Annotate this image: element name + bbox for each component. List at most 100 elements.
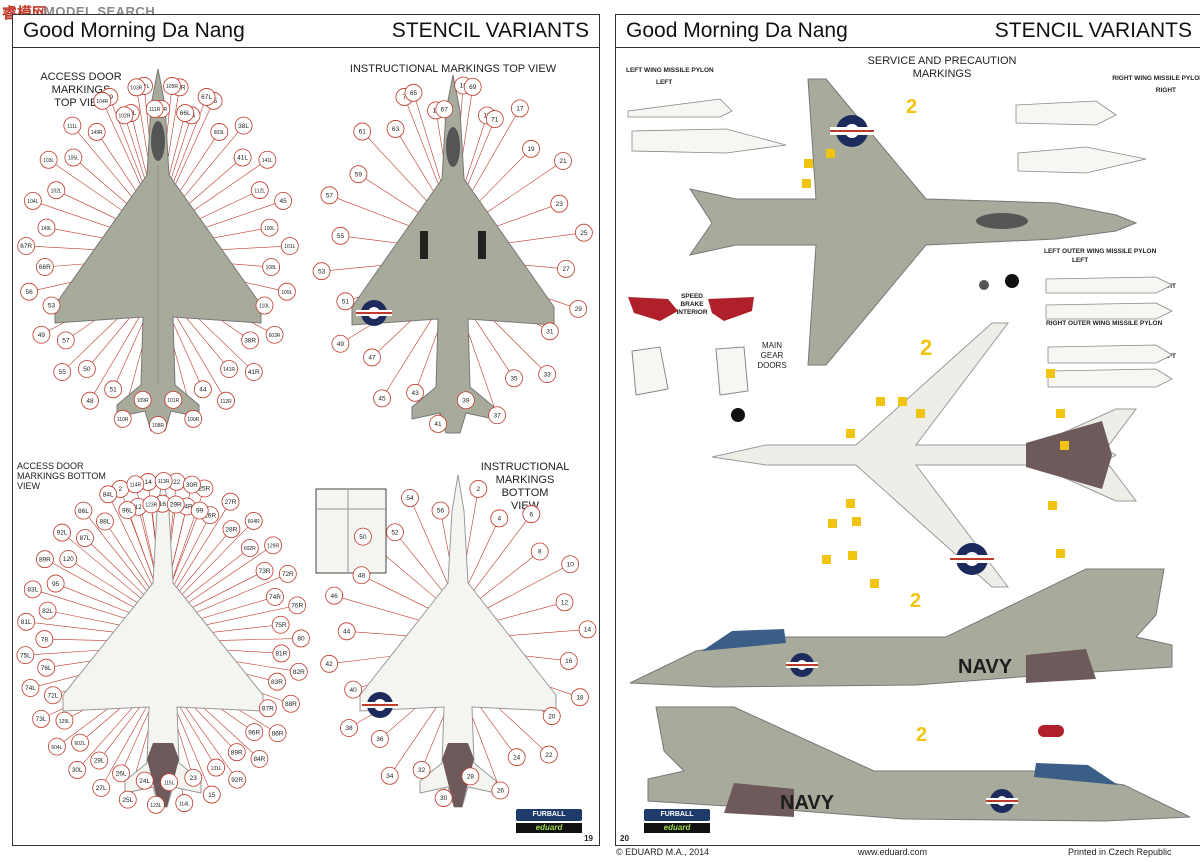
callout-circle — [146, 795, 165, 814]
callout-label: 61 — [359, 129, 367, 136]
callout-label: 33 — [544, 371, 552, 378]
callout-bubble: 15 — [202, 785, 221, 804]
callout-line — [464, 108, 521, 204]
callout-circle — [228, 770, 247, 789]
callout-bubble: 72R — [278, 564, 297, 583]
callout-bubble: 104R — [93, 91, 112, 110]
callout-line — [184, 573, 288, 618]
yellow-stencil — [870, 579, 879, 588]
callout-circle — [401, 489, 419, 507]
callout-label: 108L — [266, 265, 277, 271]
callout-bubble: 29R — [166, 495, 185, 514]
callout-label: 105R — [166, 84, 178, 90]
yellow-stencil — [846, 499, 855, 508]
label-access-bottom: ACCESS DOOR MARKINGS BOTTOM VIEW — [17, 461, 106, 491]
callout-circle — [540, 322, 559, 341]
callout-bubble: 32 — [412, 760, 431, 779]
right-title-bar: Good Morning Da Nang STENCIL VARIANTS — [616, 15, 1200, 48]
yellow-stencil — [916, 409, 925, 418]
callout-circle — [21, 679, 40, 697]
callout-circle — [554, 152, 572, 170]
callout-bubble: 54 — [401, 489, 419, 507]
callout-label: 72R — [282, 571, 294, 578]
callout-line — [478, 563, 571, 613]
callout-bubble: 66R — [35, 258, 54, 276]
yellow-stencil — [852, 517, 861, 526]
callout-circle — [164, 390, 183, 409]
callout-circle — [118, 501, 137, 520]
yellow-stencil — [1048, 501, 1057, 510]
callout-bubble: 67L — [197, 88, 216, 106]
callout-line — [466, 518, 500, 588]
callout-label: 39 — [462, 397, 470, 404]
callout-label: 69 — [469, 84, 477, 91]
callout-bubble: 102R — [115, 106, 134, 125]
callout-label: 30L — [72, 767, 83, 774]
callout-bubble: 105R — [163, 77, 181, 95]
callout-label: 67L — [201, 94, 212, 101]
callout-bubble: 27R — [221, 492, 240, 511]
callout-label: 7 — [403, 94, 407, 101]
callout-bubble: 42 — [320, 654, 339, 673]
callout-circle — [265, 325, 284, 344]
callout-circle — [406, 383, 424, 402]
callout-line — [183, 570, 265, 613]
callout-bubble: 89R — [227, 743, 246, 762]
callout-bubble: 35 — [505, 369, 523, 388]
callout-bubble: 110R — [113, 409, 132, 428]
callout-label: 86R — [272, 730, 284, 737]
callout-label: 29R — [170, 502, 182, 509]
callout-bubble: 57 — [320, 186, 339, 205]
callout-bubble: 149R — [87, 123, 106, 141]
callout-bubble: 50 — [78, 360, 96, 378]
callout-bubbles: 1921L117L117R21R3435603L38L41L141L112L45… — [17, 77, 299, 434]
callout-label: 56 — [437, 508, 445, 515]
callout-bubble: 2 — [469, 480, 488, 498]
label-speed-brake: SPEED BRAKE INTERIOR — [676, 293, 708, 316]
callout-label: 129L — [59, 719, 70, 725]
callout-label: 16 — [159, 501, 167, 508]
callout-circle — [386, 120, 405, 138]
callout-bubble: 82L — [38, 601, 57, 620]
callout-circle — [96, 512, 114, 531]
callout-bubble: 602R — [240, 539, 259, 557]
callout-label: 13 — [460, 83, 468, 90]
callout-circle — [32, 710, 50, 728]
roundel-side-left — [986, 789, 1018, 813]
callout-circle — [277, 282, 296, 301]
callout-label: 24L — [139, 778, 150, 785]
callout-label: 67 — [441, 106, 449, 113]
callout-bubble: 47 — [363, 348, 381, 367]
callout-circle — [63, 116, 82, 135]
callout-label: 19 — [527, 146, 535, 153]
callout-label: 42 — [326, 661, 334, 668]
callout-label: 76R — [291, 603, 303, 610]
callout-label: 123L — [150, 803, 161, 809]
callout-circle — [90, 751, 109, 770]
callout-circle — [115, 106, 134, 125]
callout-bubble: 45 — [373, 389, 391, 408]
yellow-stencil — [1056, 409, 1065, 418]
callout-bubble: 72L — [44, 686, 62, 705]
callout-label: 44 — [343, 629, 351, 636]
callout-bubble: 40 — [344, 680, 363, 699]
callout-bubble: 18 — [570, 688, 589, 707]
callout-label: 41 — [434, 421, 442, 428]
callout-label: 49 — [38, 332, 46, 339]
callout-circle — [32, 325, 51, 344]
callout-label: 45 — [378, 396, 386, 403]
callout-bubble: 50 — [354, 527, 372, 546]
callout-bubble: 16 — [559, 651, 578, 670]
numeral-side-right: 2 — [910, 590, 921, 612]
yellow-stencil — [848, 551, 857, 560]
callout-circle — [491, 781, 510, 800]
footer-url[interactable]: www.eduard.com — [858, 847, 928, 857]
callout-circle — [36, 550, 54, 569]
aircraft-bottom-service — [711, 322, 1137, 588]
callout-bubble: 52 — [386, 523, 404, 542]
callout-bubble: 4 — [490, 509, 509, 528]
callout-label: 86L — [78, 508, 89, 515]
callout-label: 17 — [516, 106, 524, 113]
callout-circle — [507, 748, 526, 767]
